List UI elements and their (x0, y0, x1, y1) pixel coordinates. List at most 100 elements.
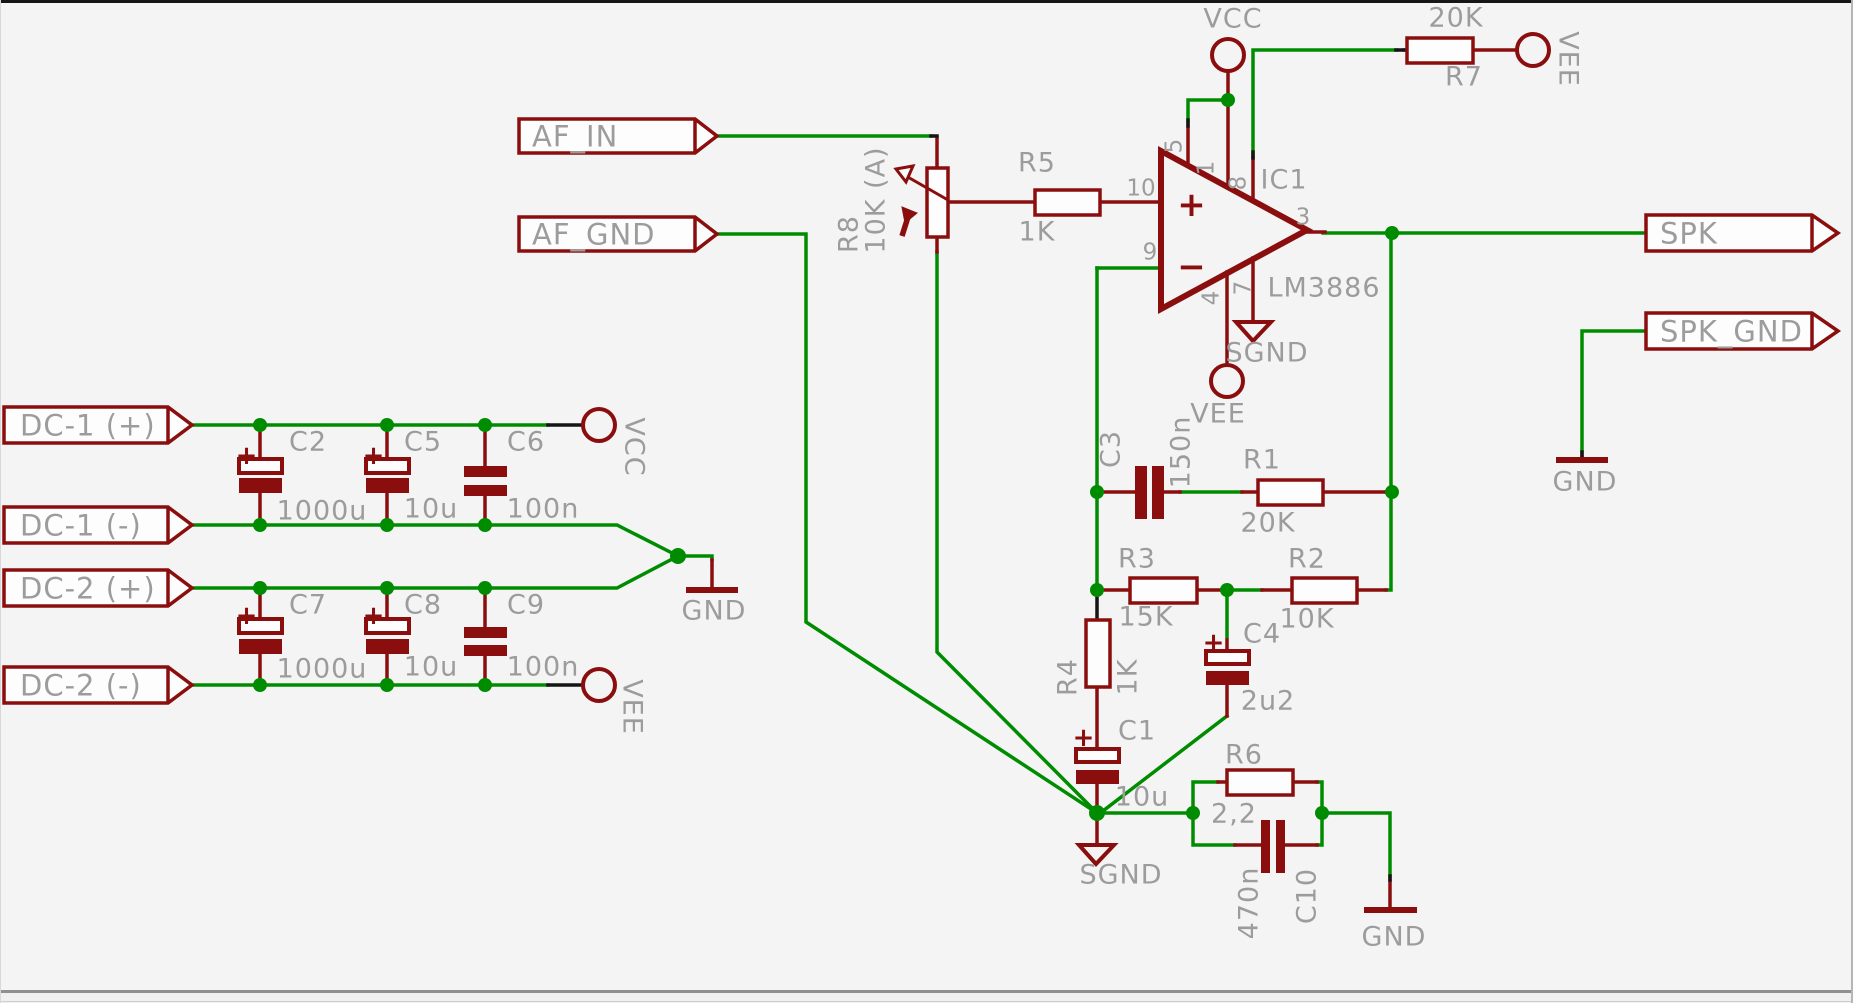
r7-body[interactable] (1405, 36, 1475, 65)
r5-value-label: 1K (1018, 216, 1056, 248)
window-top-edge (0, 0, 1853, 3)
r7-value-label: 20K (1428, 2, 1484, 34)
ic1-part-label: LM3886 (1267, 272, 1381, 304)
potentiometer-r8[interactable] (893, 164, 950, 239)
vcc-pin-circle-dc[interactable] (581, 407, 617, 443)
opamp-minus-sign: − (1177, 247, 1207, 287)
af-in-flag-label: AF_IN (532, 119, 619, 154)
c4-plus-sign: + (1202, 628, 1226, 658)
wire-vcc-pins (1186, 98, 1230, 124)
c3-value-label: 150n (1165, 415, 1197, 489)
joint-ticks (546, 48, 1584, 882)
r6-ref-label: R6 (1225, 739, 1263, 771)
net-flags (2, 117, 1842, 705)
c6-plate[interactable] (464, 466, 507, 477)
r5-body[interactable] (1033, 188, 1102, 217)
c10-ref-label: C10 (1291, 867, 1323, 925)
r5-ref-label: R5 (1018, 147, 1056, 179)
c9-plate[interactable] (464, 627, 507, 638)
wire-mute-r7 (1251, 48, 1399, 158)
sgnd-triangle-ic[interactable] (1231, 320, 1276, 344)
dc1-plus-flag[interactable] (2, 405, 195, 445)
pin-7-label: 7 (1230, 280, 1257, 296)
wire-pot-to-star (935, 250, 1100, 816)
spk-flag[interactable] (1644, 213, 1842, 253)
r6-value-label: 2,2 (1211, 798, 1257, 830)
pin-3-label: 3 (1295, 204, 1311, 231)
pin-5-label: 5 (1161, 138, 1188, 154)
c4-bottom-plate[interactable] (1206, 671, 1249, 685)
r4-body[interactable] (1084, 618, 1112, 689)
c7-top-plate (237, 617, 284, 635)
opamp-triangle[interactable] (1158, 145, 1314, 315)
vee-pin-circle-dc[interactable] (581, 667, 617, 703)
r1-body[interactable] (1256, 478, 1325, 507)
pin-8-label: 8 (1225, 175, 1252, 191)
capacitor-hollow-plates (237, 457, 1251, 764)
c5-ref-label: C5 (403, 426, 443, 458)
r8-ref-label: R8 (833, 215, 865, 253)
c7-bottom-plate[interactable] (239, 639, 282, 654)
c8-bottom-plate[interactable] (366, 639, 409, 654)
gnd-bar-r6[interactable] (1364, 907, 1417, 913)
c3-plate[interactable] (1135, 466, 1147, 519)
vee-pin-circle-r7[interactable] (1515, 32, 1551, 68)
r2-body[interactable] (1290, 576, 1359, 605)
c6-ref-label: C6 (506, 426, 546, 458)
dc1-minus-flag-label: DC-1 (-) (20, 508, 142, 543)
sgnd-triangle-star[interactable] (1074, 843, 1119, 867)
sgnd-label-ic: SGND (1225, 337, 1309, 369)
c8-plus-sign: + (362, 601, 386, 631)
dc1-minus-flag[interactable] (2, 505, 195, 545)
spk-gnd-flag-label: SPK_GND (1660, 314, 1803, 349)
c2-ref-label: C2 (288, 426, 328, 458)
dc2-plus-flag[interactable] (2, 568, 195, 608)
c10-plate[interactable] (1261, 820, 1270, 873)
r4-value-label: 1K (1112, 658, 1144, 696)
c1-plus-sign: + (1072, 723, 1096, 753)
r3-ref-label: R3 (1118, 543, 1156, 575)
c7-ref-label: C7 (288, 589, 328, 621)
r8-body (925, 166, 950, 239)
c10-value-label: 470n (1233, 866, 1265, 940)
dc2-minus-flag[interactable] (2, 665, 195, 705)
c9-ref-label: C9 (506, 589, 546, 621)
sheet-bottom-rule (0, 990, 1853, 993)
c5-bottom-plate[interactable] (366, 478, 409, 493)
vee-pin-circle-ic[interactable] (1209, 363, 1245, 399)
c2-top-plate (237, 457, 284, 475)
spk-gnd-flag[interactable] (1644, 311, 1842, 351)
c8-ref-label: C8 (403, 589, 443, 621)
c1-value-label: 10u (1114, 781, 1170, 813)
c2-bottom-plate[interactable] (239, 478, 282, 493)
gnd-bar-spk[interactable] (1556, 457, 1608, 463)
component-leads (258, 48, 1584, 909)
c5-value-label: 10u (403, 493, 459, 525)
sgnd-label-star: SGND (1079, 859, 1163, 891)
vee-label-ic: VEE (1190, 398, 1246, 430)
wire-c4-star (1096, 713, 1230, 817)
r8-adjust-arrowhead (901, 206, 918, 224)
dc2-minus-flag-label: DC-2 (-) (20, 668, 142, 703)
wire-dc2-plus (190, 553, 681, 590)
gnd-bar-dc[interactable] (686, 587, 738, 593)
c1-bottom-plate[interactable] (1076, 770, 1119, 784)
c8-top-plate (364, 617, 411, 635)
af-in-flag[interactable] (517, 117, 720, 155)
vee-label-dc: VEE (616, 679, 648, 735)
ic1-ref-label: IC1 (1260, 164, 1308, 196)
gnd-label-spk: GND (1552, 466, 1618, 498)
r3-body[interactable] (1128, 576, 1199, 605)
af-gnd-flag[interactable] (517, 215, 720, 253)
wire-dc1-minus (190, 523, 714, 562)
r2-value-label: 10K (1279, 603, 1335, 635)
power-pin-circles (581, 32, 1551, 703)
statusbar-strip (0, 993, 1853, 1003)
r6-body[interactable] (1225, 768, 1295, 797)
vcc-label-top: VCC (1203, 3, 1263, 35)
vcc-pin-circle-top[interactable] (1210, 37, 1246, 73)
r3-value-label: 15K (1118, 601, 1174, 633)
r2-ref-label: R2 (1288, 543, 1326, 575)
c2-value-label: 1000u (276, 495, 368, 527)
r1-ref-label: R1 (1243, 444, 1281, 476)
